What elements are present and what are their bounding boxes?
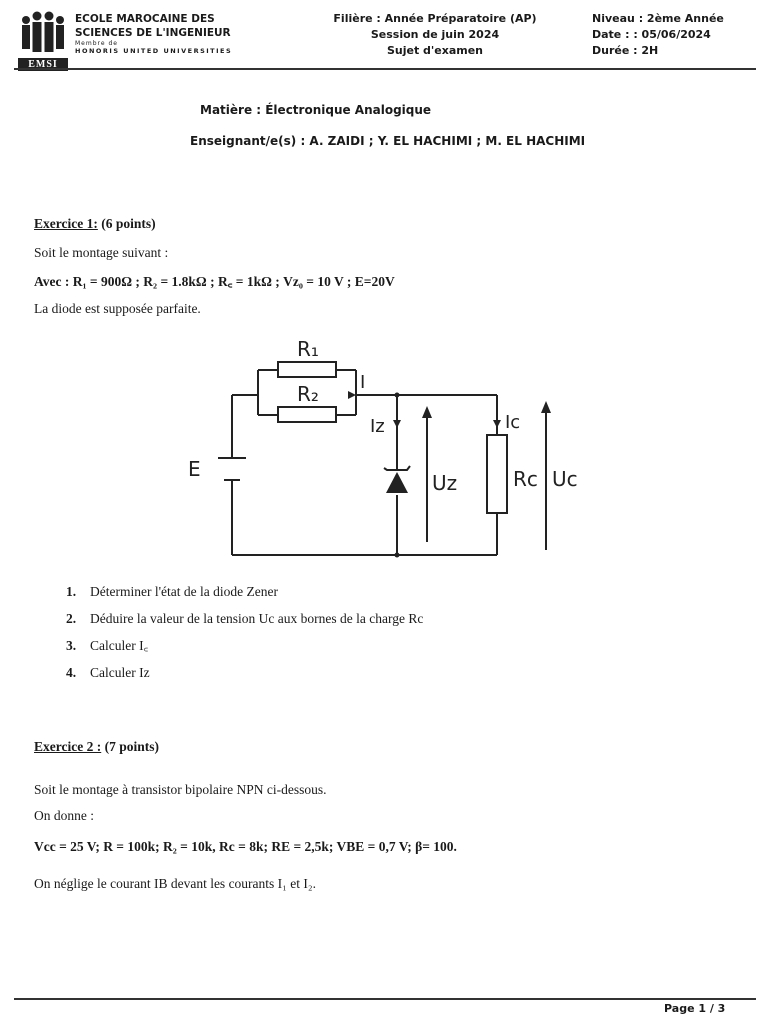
school-name: ECOLE MAROCAINE DES SCIENCES DE L'INGENI… [75,12,232,55]
question-item: 4.Calculer Iz [66,665,150,680]
exercise1-values: Avec : R₁ = 900Ω ; R₂ = 1.8kΩ ; R꜀ = 1kΩ… [34,274,395,289]
resistor-rc [486,434,508,514]
exercise2-values: Vcc = 25 V; R = 100k; R₂ = 10k, Rc = 8k;… [34,839,457,854]
zener-circuit-diagram: R₁ R₂ I Iz Ic E Uz Rc Uc [188,337,578,558]
logo-text: EMSI [18,58,68,71]
sujet: Sujet d'examen [386,44,484,57]
question-item: 2.Déduire la valeur de la tension Uc aux… [66,611,424,626]
footer-divider [14,998,756,1000]
label-uc: Uc [552,467,578,491]
niveau: Niveau : 2ème Année [592,12,724,25]
school-name-line2: SCIENCES DE L'INGENIEUR [75,27,231,39]
session: Session de juin 2024 [370,28,500,41]
exam-info: Filière : Année Préparatoire (AP) Sessio… [320,11,550,59]
exercise1-title: Exercice 1: [34,216,98,231]
voltage-uc-arrowhead [541,401,551,413]
label-r1: R₁ [297,337,319,361]
exercise1-intro: Soit le montage suivant : [34,245,169,260]
question-text: Calculer I꜀ [90,638,149,653]
junction-dot-top [394,392,400,398]
school-logo: EMSI [18,10,68,71]
voltage-uz-arrowhead [422,406,432,418]
label-r2: R₂ [297,382,319,406]
exercise1-diode-note: La diode est supposée parfaite. [34,301,201,316]
current-ic-arrow [493,420,501,428]
question-text: Déterminer l'état de la diode Zener [90,584,278,599]
exercise2-on-donne: On donne : [34,808,94,823]
date: Date : : 05/06/2024 [592,28,711,41]
university-name: HONORIS UNITED UNIVERSITIES [75,47,233,55]
people-emblem-icon [22,11,64,52]
question-item: 1.Déterminer l'état de la diode Zener [66,584,278,599]
filiere: Filière : Année Préparatoire (AP) [333,12,537,25]
duree: Durée : 2H [592,44,659,57]
exercise1-points: (6 points) [101,216,156,231]
exam-meta: Niveau : 2ème Année Date : : 05/06/2024 … [592,11,724,59]
member-of-label: Membre de [75,40,118,47]
label-uz: Uz [432,471,457,495]
current-i-arrow [348,391,356,399]
exercise2-intro: Soit le montage à transistor bipolaire N… [34,782,327,797]
resistor-r1 [277,361,337,378]
exercise2-title: Exercice 2 : [34,739,102,754]
exercise1-heading: Exercice 1: (6 points) [34,216,156,232]
subject: Matière : Électronique Analogique [200,103,432,117]
exercise2-neglect: On néglige le courant IB devant les cour… [34,876,316,891]
label-ic: Ic [505,412,520,433]
school-name-line1: ECOLE MAROCAINE DES [75,13,215,25]
resistor-r2 [277,406,337,423]
teachers: Enseignant/e(s) : A. ZAIDI ; Y. EL HACHI… [190,134,586,148]
question-text: Calculer Iz [90,665,150,680]
exam-header: EMSI ECOLE MAROCAINE DES SCIENCES DE L'I… [0,0,768,74]
exercise1-questions: 1.Déterminer l'état de la diode Zener 2.… [66,582,423,690]
zener-diode-triangle [386,472,408,493]
question-item: 3.Calculer I꜀ [66,638,149,653]
header-divider [14,68,756,70]
junction-dot-bottom [394,552,400,558]
question-text: Déduire la valeur de la tension Uc aux b… [90,611,424,626]
label-rc: Rc [513,467,538,491]
current-iz-arrow [393,420,401,428]
exercise2-heading: Exercice 2 : (7 points) [34,739,159,755]
label-e: E [188,457,201,481]
label-iz: Iz [370,416,385,437]
label-i: I [360,372,365,393]
exercise2-points: (7 points) [104,739,159,754]
page-number: Page 1 / 3 [664,1002,726,1015]
